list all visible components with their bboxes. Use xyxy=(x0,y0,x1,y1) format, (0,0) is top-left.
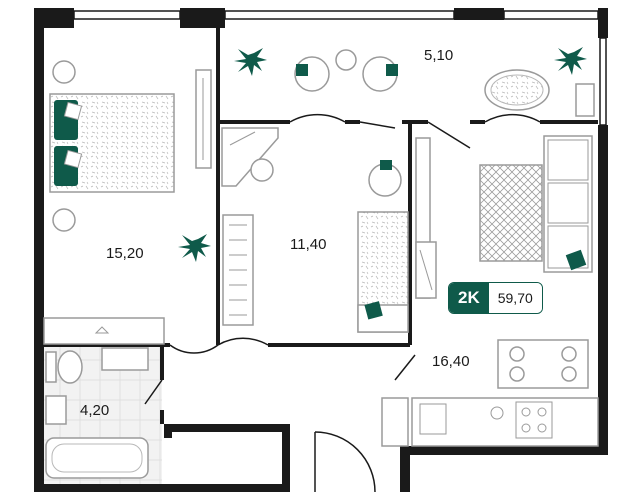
plant-icon xyxy=(178,47,587,262)
bedroom-furniture xyxy=(43,60,212,345)
balcony-furniture xyxy=(294,49,595,117)
room-area-bathroom: 4,20 xyxy=(80,402,110,419)
room-area-childroom: 11,40 xyxy=(290,236,327,253)
apartment-total-area: 59,70 xyxy=(488,283,542,313)
room-area-balcony: 5,10 xyxy=(424,47,454,64)
room-area-bedroom: 15,20 xyxy=(106,245,144,262)
interior-walls xyxy=(44,20,598,424)
apartment-badge: 2K 59,70 xyxy=(448,282,543,314)
doors xyxy=(144,113,541,493)
bathroom-fixtures xyxy=(45,347,149,479)
walls xyxy=(34,8,608,492)
childroom-furniture xyxy=(221,127,409,333)
windows xyxy=(73,10,607,126)
apartment-type: 2K xyxy=(449,283,489,313)
room-area-kitchen-living: 16,40 xyxy=(432,353,470,370)
living-furniture xyxy=(381,135,599,447)
